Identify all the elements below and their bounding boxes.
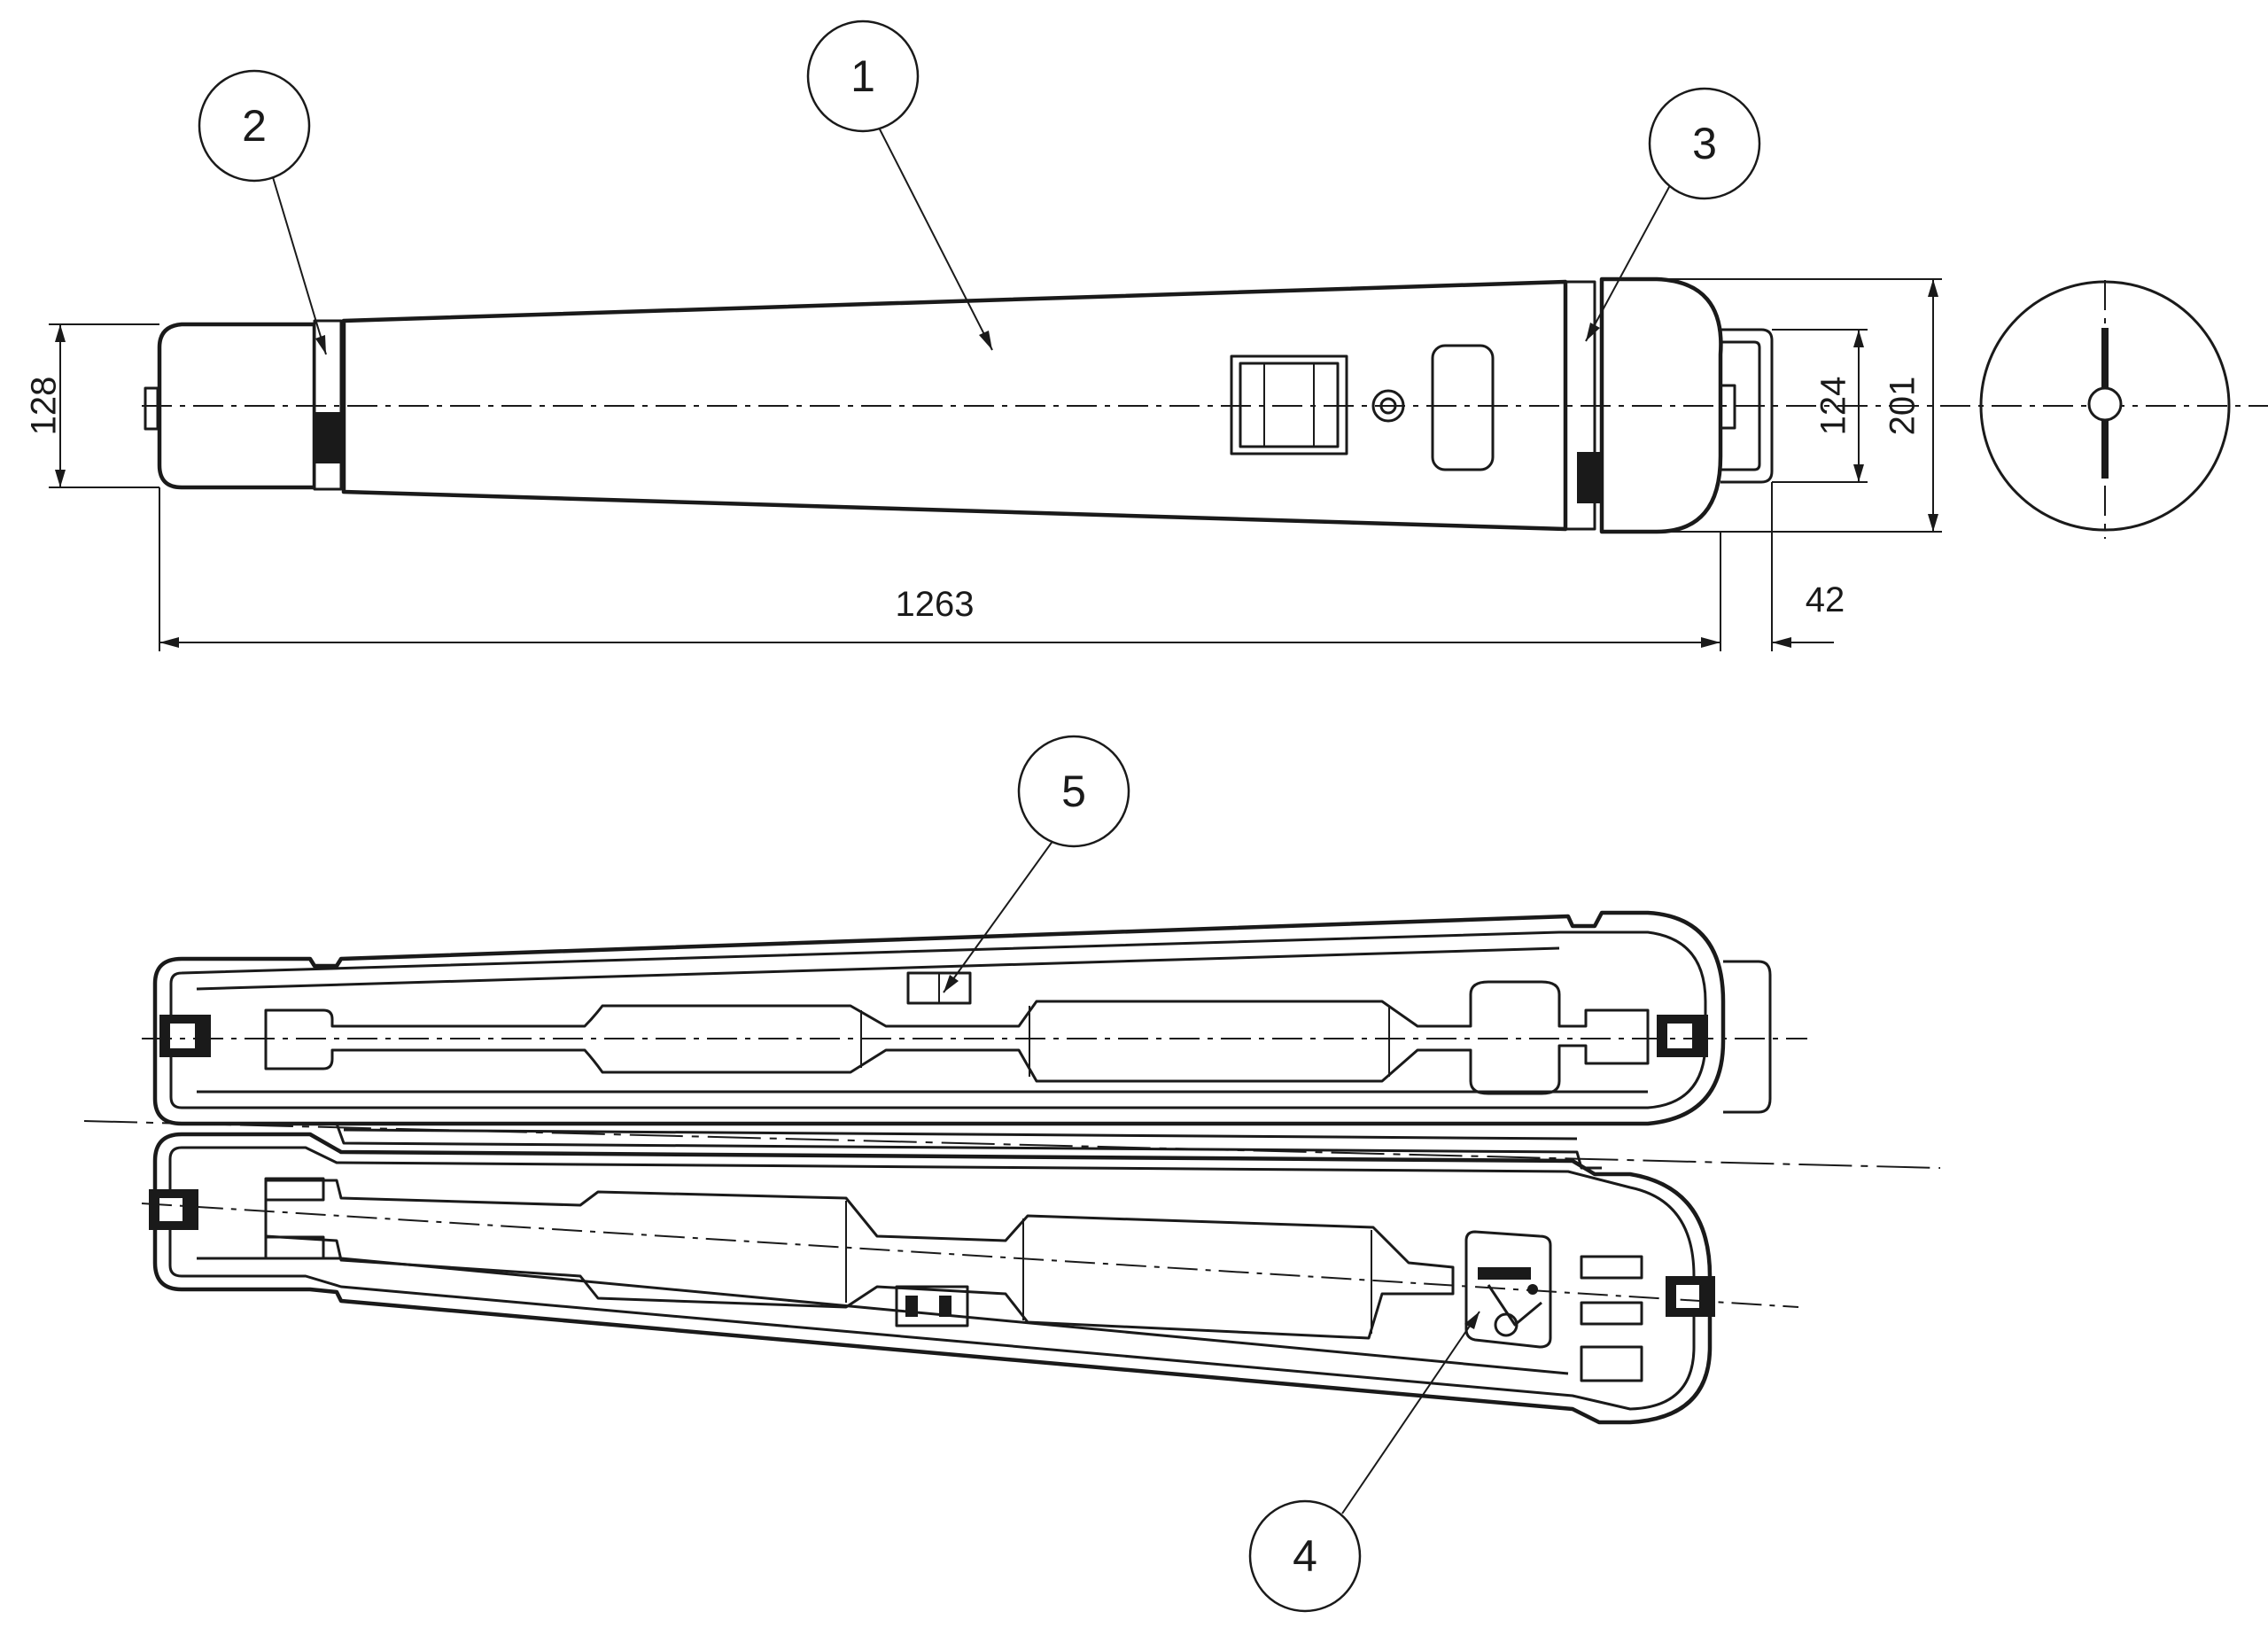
- lid-cavity-profile: [264, 980, 1650, 1095]
- left-end-cap: [157, 322, 317, 490]
- base-pocket-right-1: [1580, 1255, 1643, 1280]
- left-latch: [315, 412, 342, 463]
- callout-5: 5: [1017, 735, 1130, 848]
- callout-3: 3: [1648, 87, 1761, 200]
- hinge-axis: [83, 1120, 1941, 1169]
- base-pocket-right-2: [1580, 1301, 1643, 1326]
- callout-3-label: 3: [1692, 119, 1717, 168]
- dim-right-cap-height: 201: [1884, 377, 1922, 436]
- base-outer-shell: [152, 1132, 1713, 1425]
- callout-4: 4: [1248, 1499, 1362, 1613]
- callout-1: 1: [806, 19, 920, 133]
- dim-overall-length: 1263: [896, 585, 975, 624]
- base-pocket-right-3: [1580, 1345, 1643, 1382]
- callout-5-label: 5: [1061, 767, 1086, 816]
- callout-leaders: [269, 123, 1675, 1514]
- base-pocket-bottom: [264, 1235, 325, 1260]
- open-case-view: [83, 910, 1941, 1425]
- lid-handle: [1723, 960, 1772, 1114]
- dimension-lines: 128 1263 42 124 201: [25, 278, 1942, 651]
- dim-handle-offset: 42: [1806, 580, 1845, 619]
- right-latch: [1577, 452, 1602, 503]
- left-foot: [144, 386, 159, 431]
- base-centerline: [141, 1203, 1799, 1308]
- callout-2-label: 2: [242, 101, 267, 151]
- base-holder-block: [895, 1285, 969, 1327]
- end-view: [1979, 280, 2231, 539]
- base-cavity-profile: [264, 1179, 1455, 1340]
- dim-left-cap-height: 128: [25, 377, 64, 436]
- carry-handle: [1720, 328, 1774, 484]
- end-view-hub: [2087, 386, 2123, 422]
- callout-1-label: 1: [850, 51, 875, 101]
- base-pocket-top: [264, 1177, 325, 1202]
- lid-outer-shell: [152, 910, 1726, 1126]
- accessory-box: [1464, 1230, 1552, 1349]
- callout-2: 2: [198, 69, 311, 183]
- callout-4-label: 4: [1293, 1531, 1317, 1581]
- dim-right-cap-inner-height: 124: [1814, 377, 1853, 436]
- label-plate: [1431, 344, 1495, 471]
- closed-case-side-view: [142, 276, 2268, 534]
